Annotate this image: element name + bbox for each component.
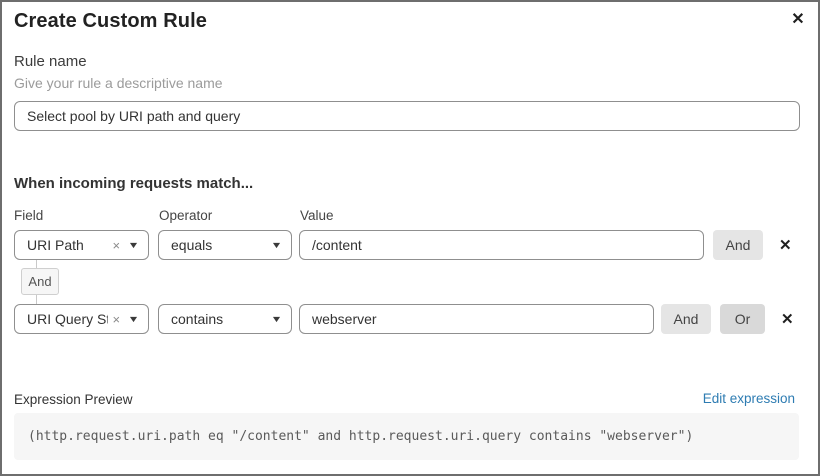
chevron-down-icon: ▼: [127, 239, 140, 250]
value-input[interactable]: [299, 304, 654, 334]
column-label-value: Value: [300, 208, 334, 223]
match-heading: When incoming requests match...: [14, 175, 254, 192]
and-button[interactable]: And: [661, 304, 711, 334]
column-label-operator: Operator: [159, 208, 213, 223]
chevron-down-icon: ▼: [270, 239, 283, 250]
field-select-value: URI Query St...: [27, 311, 108, 327]
operator-select[interactable]: equals ▼: [158, 230, 292, 260]
connector-line: [36, 295, 37, 304]
chevron-down-icon: ▼: [127, 313, 140, 324]
or-button[interactable]: Or: [720, 304, 765, 334]
field-select[interactable]: URI Path × ▼: [14, 230, 149, 260]
operator-select[interactable]: contains ▼: [158, 304, 292, 334]
expression-preview-label: Expression Preview: [14, 392, 133, 407]
condition-row: URI Path × ▼ equals ▼ And ✕: [14, 230, 794, 260]
field-select[interactable]: URI Query St... × ▼: [14, 304, 149, 334]
condition-row: URI Query St... × ▼ contains ▼ And Or ✕: [14, 304, 796, 334]
column-label-field: Field: [14, 208, 44, 223]
operator-select-value: equals: [171, 237, 213, 253]
expression-code-text: (http.request.uri.path eq "/content" and…: [28, 429, 694, 444]
remove-row-icon[interactable]: ✕: [781, 310, 794, 328]
dialog-title: Create Custom Rule: [14, 10, 207, 32]
chevron-down-icon: ▼: [270, 313, 283, 324]
rule-name-hint: Give your rule a descriptive name: [14, 75, 223, 91]
expression-code: (http.request.uri.path eq "/content" and…: [14, 413, 799, 460]
field-select-value: URI Path: [27, 237, 84, 253]
close-icon[interactable]: ✕: [787, 8, 809, 30]
connector-line: [36, 260, 37, 268]
and-connector-badge: And: [21, 268, 59, 295]
remove-row-icon[interactable]: ✕: [779, 236, 792, 254]
operator-select-value: contains: [171, 311, 224, 327]
value-input[interactable]: [299, 230, 704, 260]
rule-name-label: Rule name: [14, 53, 87, 70]
clear-icon[interactable]: ×: [112, 311, 121, 327]
and-button[interactable]: And: [713, 230, 763, 260]
rule-name-input[interactable]: [14, 101, 800, 131]
edit-expression-link[interactable]: Edit expression: [702, 391, 795, 406]
clear-icon[interactable]: ×: [112, 237, 121, 253]
